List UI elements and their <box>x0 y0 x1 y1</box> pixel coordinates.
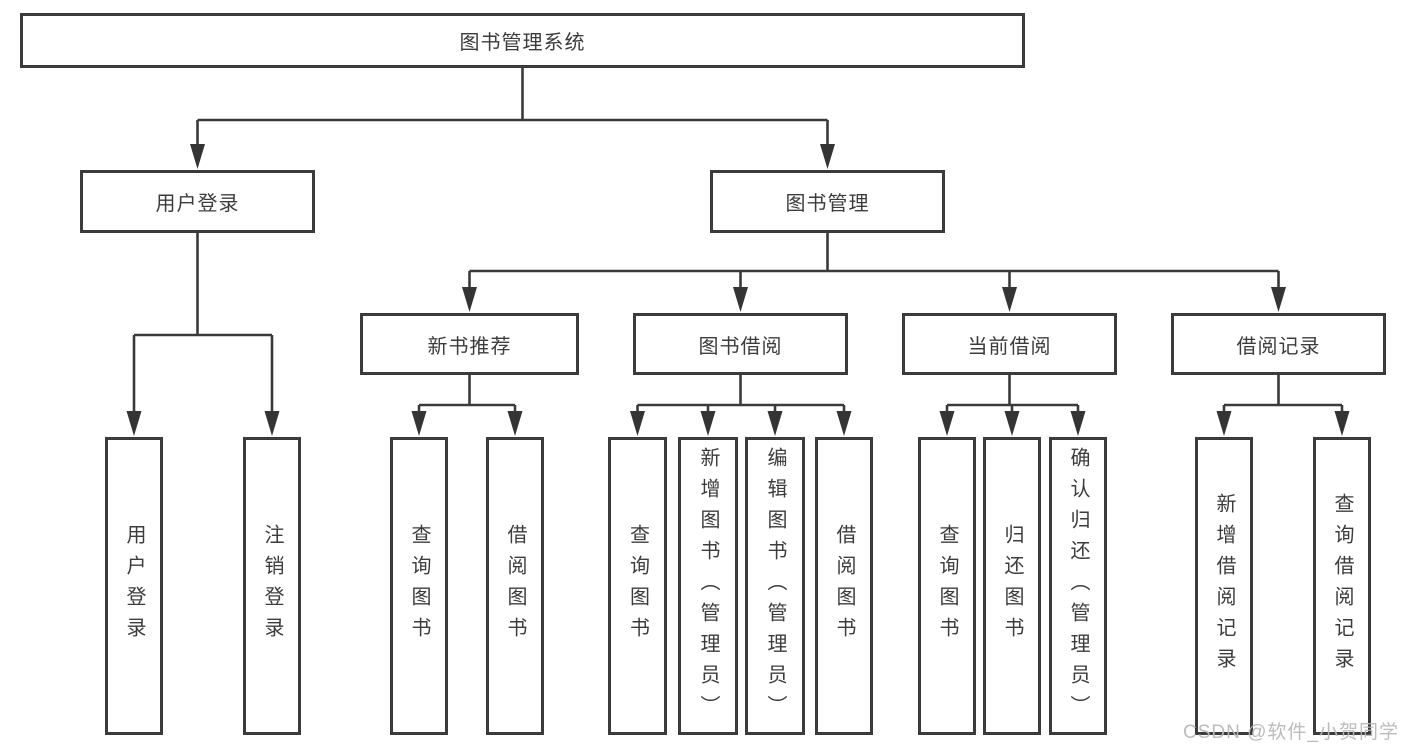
node-label: 查询图书 <box>936 524 958 648</box>
leaf-edit-book-admin: 编辑图书（管理员） <box>745 437 805 735</box>
node-label: 编辑图书（管理员） <box>764 446 786 726</box>
leaf-add-book-admin: 新增图书（管理员） <box>678 437 738 735</box>
node-book-borrow: 图书借阅 <box>633 313 848 375</box>
node-user-login: 用户登录 <box>80 170 315 233</box>
node-label: 借阅图书 <box>833 524 855 648</box>
csdn-watermark: CSDN @软件_小贺同学 <box>1183 722 1399 743</box>
leaf-logout: 注销登录 <box>243 437 301 735</box>
leaf-borrow-book-recommend: 借阅图书 <box>486 437 544 735</box>
arrowheads <box>126 144 1350 436</box>
node-label: 查询图书 <box>626 524 649 648</box>
node-label: 查询借阅记录 <box>1331 493 1353 679</box>
leaf-confirm-return-admin: 确认归还（管理员） <box>1049 437 1107 735</box>
node-label: 用户登录 <box>123 524 145 648</box>
node-label: 归还图书 <box>1001 524 1023 648</box>
leaf-user-login: 用户登录 <box>105 437 163 735</box>
leaf-add-borrow-record: 新增借阅记录 <box>1195 437 1253 735</box>
node-label: 图书管理 <box>785 193 870 215</box>
leaf-query-borrow-record: 查询借阅记录 <box>1313 437 1371 735</box>
node-library-management-system: 图书管理系统 <box>20 13 1025 68</box>
node-label: 注销登录 <box>261 524 283 648</box>
node-borrow-record: 借阅记录 <box>1171 313 1386 375</box>
node-label: 借阅图书 <box>504 524 526 648</box>
node-label: 确认归还（管理员） <box>1067 446 1089 726</box>
node-label: 用户登录 <box>155 193 240 215</box>
node-label: 图书借阅 <box>698 335 783 358</box>
node-label: 新增图书（管理员） <box>697 446 719 726</box>
node-new-book-recommend: 新书推荐 <box>360 313 579 375</box>
node-book-management: 图书管理 <box>710 170 945 233</box>
node-label: 查询图书 <box>408 524 430 648</box>
node-label: 借阅记录 <box>1236 335 1321 358</box>
node-label: 新书推荐 <box>427 335 512 358</box>
node-label: 新增借阅记录 <box>1213 493 1235 679</box>
leaf-return-book: 归还图书 <box>983 437 1041 735</box>
node-label: 图书管理系统 <box>459 32 586 54</box>
leaf-query-book: 查询图书 <box>608 437 667 735</box>
node-label: 当前借阅 <box>967 335 1052 358</box>
leaf-query-book-recommend: 查询图书 <box>390 437 448 735</box>
node-current-borrow: 当前借阅 <box>902 313 1117 375</box>
leaf-query-current: 查询图书 <box>918 437 976 735</box>
leaf-borrow-book: 借阅图书 <box>815 437 873 735</box>
